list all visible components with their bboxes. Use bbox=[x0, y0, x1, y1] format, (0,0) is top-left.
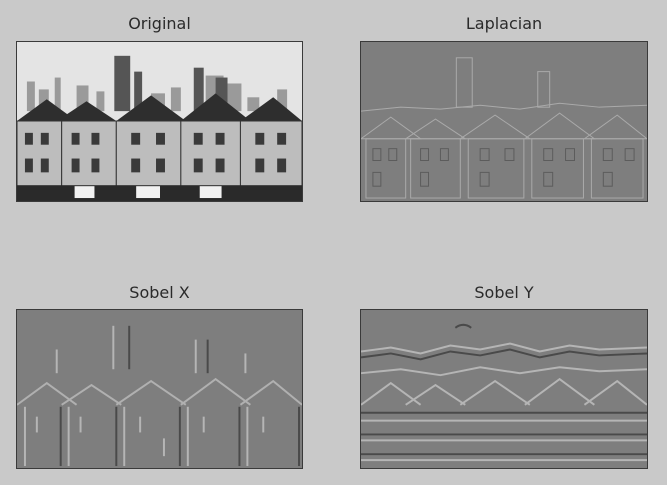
panel-title-original: Original bbox=[128, 14, 191, 33]
laplacian-edge-graphic bbox=[361, 42, 647, 201]
panel-original: Original bbox=[16, 14, 303, 202]
panel-sobel-x: Sobel X bbox=[16, 283, 303, 469]
sobel-y-image bbox=[360, 309, 648, 469]
panel-title-sobel-y: Sobel Y bbox=[474, 283, 534, 302]
sobel-x-image bbox=[16, 309, 303, 469]
original-image bbox=[16, 41, 303, 202]
panel-title-sobel-x: Sobel X bbox=[129, 283, 190, 302]
panel-title-laplacian: Laplacian bbox=[465, 14, 543, 33]
panel-sobel-y: Sobel Y bbox=[360, 283, 648, 469]
laplacian-image bbox=[360, 41, 648, 202]
sobel-y-edge-graphic bbox=[361, 310, 647, 468]
sobel-x-edge-graphic bbox=[17, 310, 302, 468]
original-photo-graphic bbox=[17, 42, 302, 201]
panel-laplacian: Laplacian bbox=[360, 14, 648, 202]
